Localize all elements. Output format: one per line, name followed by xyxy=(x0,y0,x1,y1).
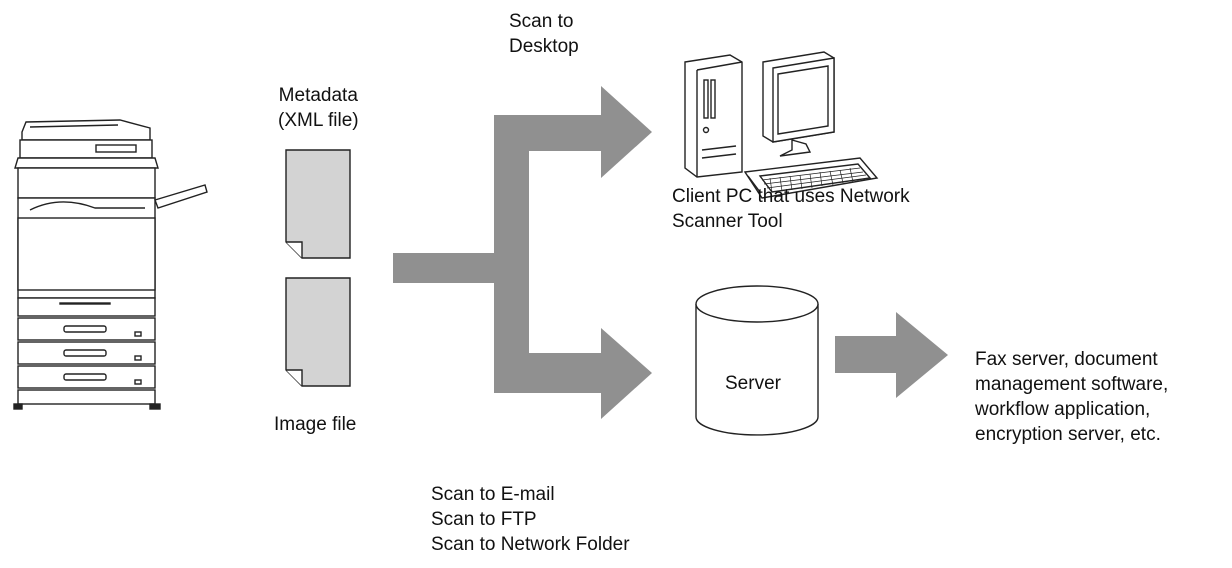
metadata-document-icon xyxy=(285,149,351,259)
image-file-label: Image file xyxy=(274,414,357,435)
client-pc-label: Client PC that uses Network Scanner Tool xyxy=(672,186,910,232)
client-pc-icon xyxy=(684,51,879,199)
destination-arrow xyxy=(835,312,948,398)
image-document-icon xyxy=(285,277,351,387)
server-label: Server xyxy=(725,373,781,394)
printer-icon xyxy=(13,119,208,410)
scan-methods-label: Scan to E-mail Scan to FTP Scan to Netwo… xyxy=(431,484,630,555)
branch-arrow xyxy=(393,86,652,419)
destinations-label: Fax server, document management software… xyxy=(975,349,1169,445)
scan-to-desktop-label: Scan to Desktop xyxy=(509,11,579,57)
metadata-label: Metadata (XML file) xyxy=(278,85,359,131)
server-icon xyxy=(695,285,819,436)
